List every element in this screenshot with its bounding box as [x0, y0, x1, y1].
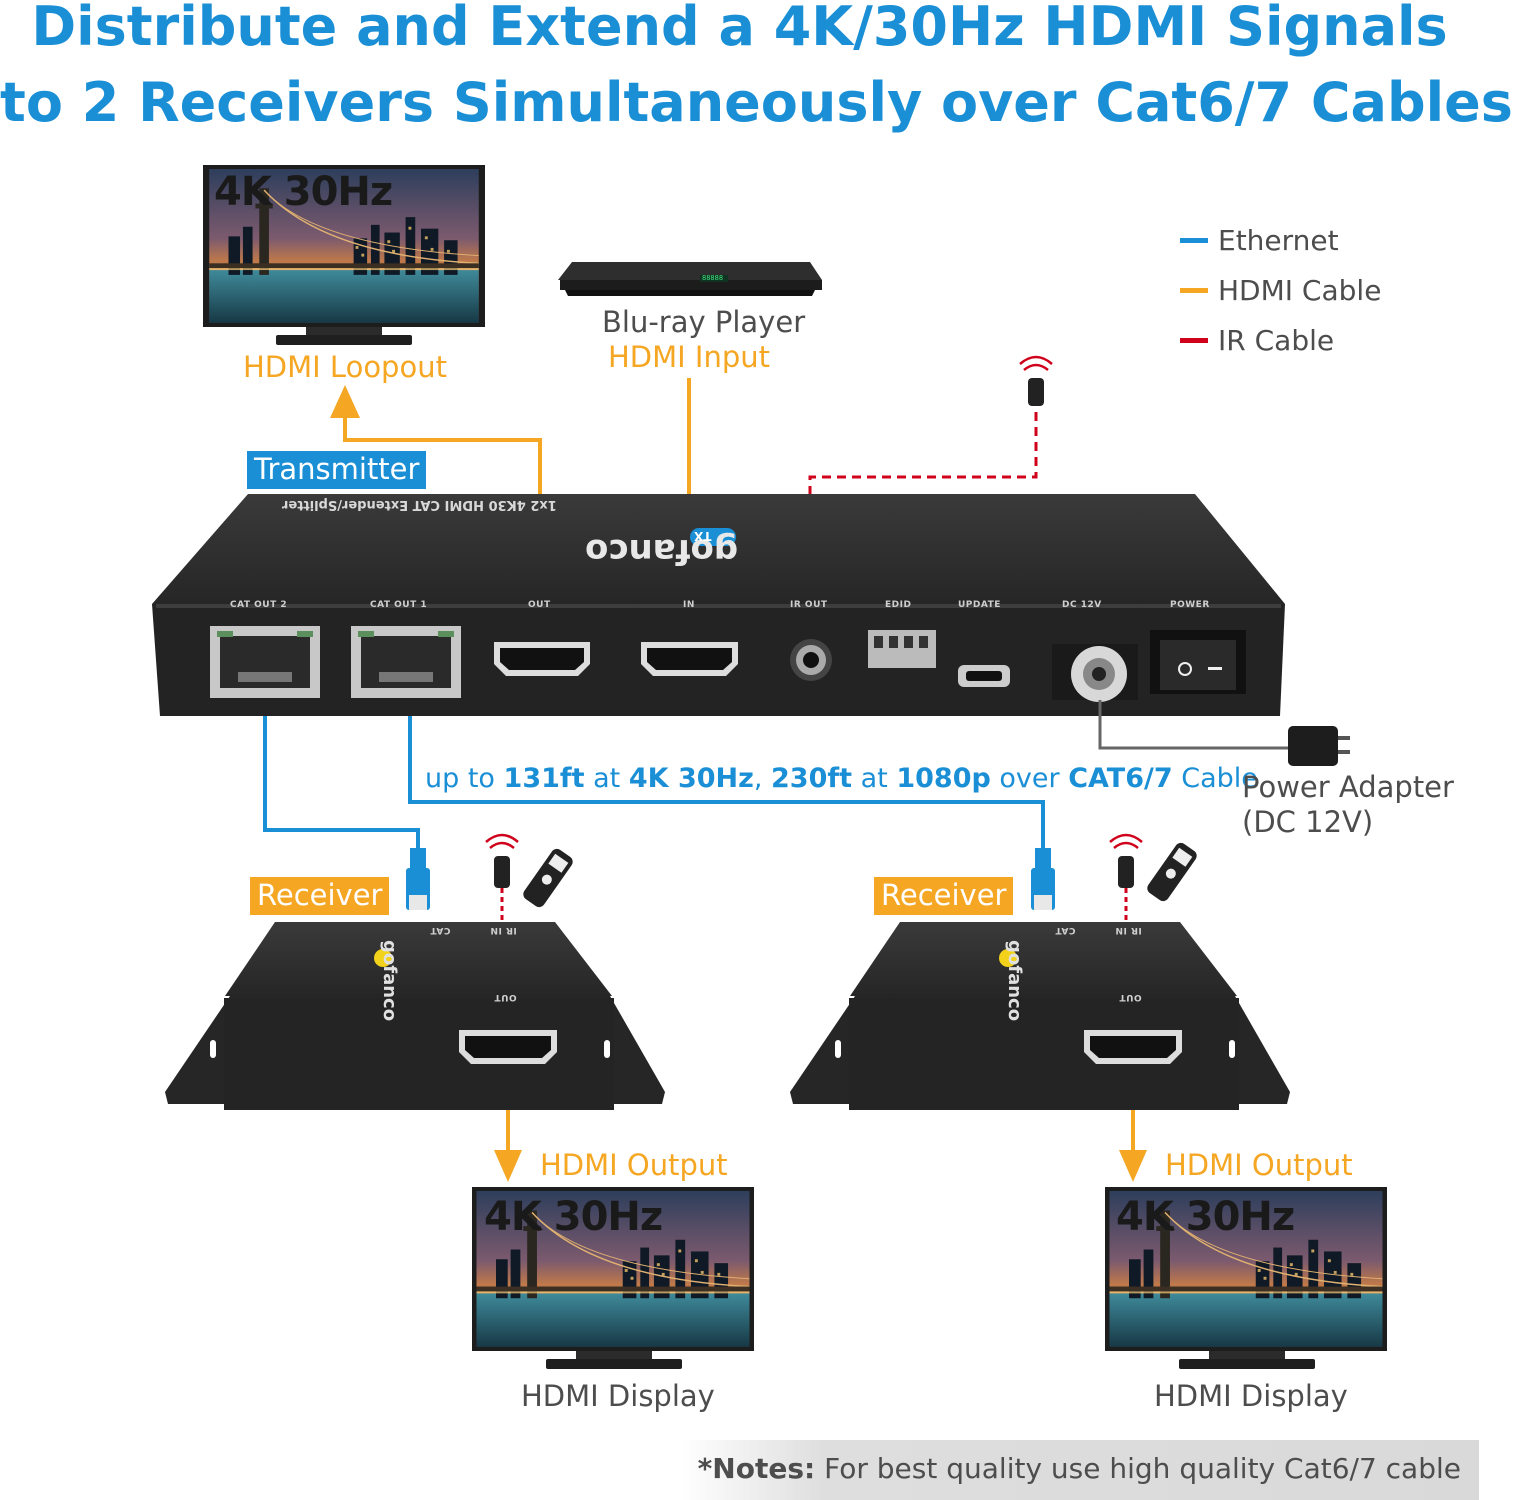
receiver-1-port-ir-in: IR IN	[490, 925, 517, 935]
bluray-player-icon	[558, 262, 822, 296]
transmitter-badge: TX	[694, 529, 712, 543]
receiver-2-port-ir-in: IR IN	[1115, 925, 1142, 935]
hdmi-loopout-label: HDMI Loopout	[243, 350, 447, 384]
page-subtitle: to 2 Receivers Simultaneously over Cat6/…	[0, 71, 1513, 134]
port-label-cat-out-2: CAT OUT 2	[230, 600, 288, 610]
rj45-plug-icon	[406, 848, 430, 910]
port-label-out: OUT	[528, 600, 551, 610]
distance-over: over	[990, 763, 1069, 794]
tv-2-screen-text: 4K 30Hz	[1116, 1194, 1295, 1240]
receiver-1-brand: gofanco	[379, 940, 400, 1022]
legend-item-ethernet: Ethernet	[1180, 215, 1381, 265]
ir-swatch-icon	[1180, 337, 1208, 343]
port-label-cat-out-1: CAT OUT 1	[370, 600, 428, 610]
receiver-2-port-out: OUT	[1119, 992, 1142, 1002]
cat-out-1-port	[351, 626, 461, 698]
power-adapter-icon	[1288, 726, 1350, 766]
edid-dip-switch	[868, 630, 936, 668]
receiver-1-device	[165, 922, 665, 1110]
legend-label: Ethernet	[1218, 223, 1339, 257]
ethernet-cable-1	[263, 716, 420, 850]
distance-d2: 230ft	[771, 763, 853, 794]
transmitter-brand: gofanco	[585, 531, 739, 571]
port-label-update: UPDATE	[958, 600, 1001, 610]
receiver-2-device	[790, 922, 1290, 1110]
notes-bold: *Notes:	[697, 1452, 816, 1485]
distance-d1: 131ft	[503, 763, 585, 794]
ir-receiver-icon	[1109, 833, 1143, 922]
transmitter-model-text: 1x2 4K30 HDMI CAT Extender/Splitter	[282, 497, 557, 512]
distance-sep: ,	[753, 763, 772, 794]
transmitter-tag: Transmitter	[247, 451, 427, 489]
distance-at1: at	[584, 763, 629, 794]
dc-12v-jack	[1052, 644, 1138, 702]
notes-bar	[680, 1440, 1479, 1500]
bluray-display: 88888	[702, 274, 724, 282]
hdmi-display-1-label: HDMI Display	[521, 1379, 715, 1413]
distance-label: up to 131ft at 4K 30Hz, 230ft at 1080p o…	[425, 765, 1258, 792]
port-label-in: IN	[683, 600, 695, 610]
legend-item-ir: IR Cable	[1180, 315, 1381, 365]
notes-body: For best quality use high quality Cat6/7…	[815, 1452, 1461, 1485]
distance-suffix: Cable	[1172, 763, 1258, 794]
ir-out-jack	[790, 639, 832, 681]
page-title: Distribute and Extend a 4K/30Hz HDMI Sig…	[31, 0, 1448, 58]
hdmi-output-2-label: HDMI Output	[1165, 1148, 1353, 1182]
power-adapter-label: Power Adapter	[1242, 770, 1454, 804]
tv-top-screen-text: 4K 30Hz	[214, 169, 393, 215]
power-cable	[1098, 700, 1290, 750]
tv-icon	[203, 165, 485, 345]
legend-item-hdmi: HDMI Cable	[1180, 265, 1381, 315]
distance-cable: CAT6/7	[1068, 763, 1173, 794]
legend-label: HDMI Cable	[1218, 273, 1382, 307]
ir-emitter-icon	[1019, 355, 1053, 406]
hdmi-in-port	[641, 642, 738, 676]
hdmi-output-1-label: HDMI Output	[540, 1148, 728, 1182]
hdmi-swatch-icon	[1180, 287, 1208, 293]
distance-at2: at	[852, 763, 897, 794]
legend-label: IR Cable	[1218, 323, 1335, 357]
ir-receiver-icon	[485, 833, 519, 922]
tv-1-screen-text: 4K 30Hz	[484, 1194, 663, 1240]
port-label-ir-out: IR OUT	[790, 600, 828, 610]
receiver-1-tag: Receiver	[250, 877, 390, 915]
receiver-2-tag: Receiver	[874, 877, 1014, 915]
port-label-power: POWER	[1170, 600, 1210, 610]
power-adapter-spec: (DC 12V)	[1242, 805, 1374, 839]
notes-text: *Notes: For best quality use high qualit…	[698, 1452, 1461, 1485]
hdmi-input-label: HDMI Input	[608, 340, 771, 374]
tv-icon	[1105, 1187, 1387, 1369]
connection-diagram	[152, 165, 1387, 1369]
ethernet-cable-2	[408, 716, 1045, 850]
distance-prefix: up to	[425, 763, 504, 794]
rj45-plug-icon	[1031, 848, 1055, 910]
receiver-2-port-cat: CAT	[1055, 925, 1076, 935]
receiver-1-port-out: OUT	[494, 992, 517, 1002]
tv-icon	[472, 1187, 754, 1369]
power-switch	[1150, 630, 1246, 694]
port-label-edid: EDID	[885, 600, 912, 610]
receiver-2-brand: gofanco	[1004, 940, 1025, 1022]
legend: Ethernet HDMI Cable IR Cable	[1180, 215, 1381, 365]
cat-out-2-port	[210, 626, 320, 698]
remote-control-icon	[1147, 842, 1197, 902]
distance-r2: 1080p	[896, 763, 991, 794]
port-label-dc-12v: DC 12V	[1062, 600, 1102, 610]
ethernet-swatch-icon	[1180, 237, 1208, 243]
remote-control-icon	[523, 848, 573, 908]
distance-r1: 4K 30Hz	[628, 763, 754, 794]
receiver-1-port-cat: CAT	[430, 925, 451, 935]
hdmi-display-2-label: HDMI Display	[1154, 1379, 1348, 1413]
bluray-name-label: Blu-ray Player	[602, 305, 806, 339]
hdmi-out-port	[494, 642, 590, 676]
